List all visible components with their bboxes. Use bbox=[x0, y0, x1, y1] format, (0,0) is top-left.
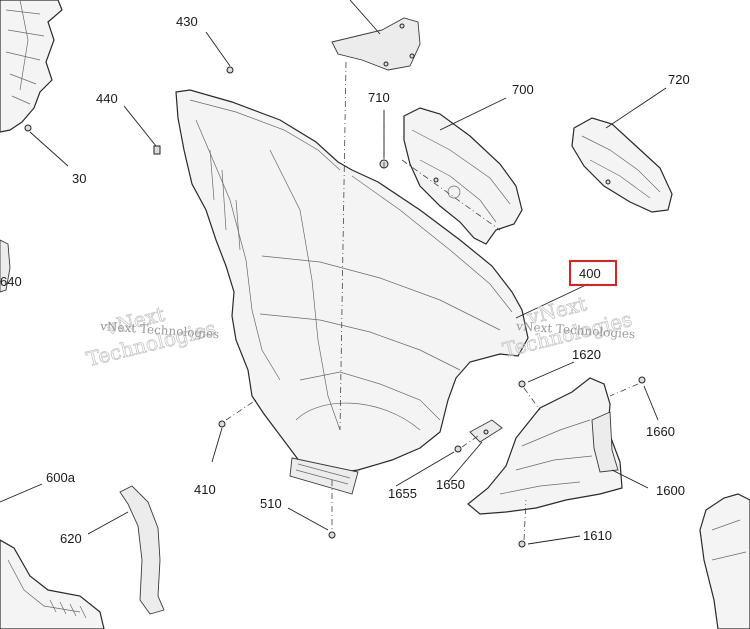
clip-440-icon bbox=[153, 145, 161, 155]
part-labels: 430 440 30 640 710 700 720 400 1620 1660… bbox=[0, 14, 690, 546]
screw-410-icon bbox=[218, 420, 226, 428]
screw-510-icon bbox=[328, 531, 336, 539]
part-620 bbox=[119, 485, 165, 615]
screw-430-icon bbox=[226, 66, 234, 74]
label-1655[interactable]: 1655 bbox=[388, 486, 417, 501]
label-1660[interactable]: 1660 bbox=[646, 424, 675, 439]
label-410[interactable]: 410 bbox=[194, 482, 216, 497]
label-600a[interactable]: 600a bbox=[46, 470, 76, 485]
label-700[interactable]: 700 bbox=[512, 82, 534, 97]
part-720 bbox=[571, 117, 673, 213]
label-1620[interactable]: 1620 bbox=[572, 347, 601, 362]
part-right-edge-fragment bbox=[699, 493, 750, 629]
part-600a bbox=[0, 539, 105, 629]
label-1610[interactable]: 1610 bbox=[583, 528, 612, 543]
screw-1620-icon bbox=[518, 380, 526, 388]
screw-1660-icon bbox=[638, 376, 646, 384]
part-top-left-fragment bbox=[0, 0, 63, 133]
label-440[interactable]: 440 bbox=[96, 91, 118, 106]
highlight-box-400 bbox=[569, 260, 617, 286]
label-1600[interactable]: 1600 bbox=[656, 483, 685, 498]
screw-30-icon bbox=[24, 124, 32, 132]
part-400-side-panel bbox=[175, 89, 529, 495]
label-430[interactable]: 430 bbox=[176, 14, 198, 29]
leader-lines bbox=[0, 0, 667, 545]
part-top-plate bbox=[331, 17, 421, 71]
label-620[interactable]: 620 bbox=[60, 531, 82, 546]
part-1650 bbox=[469, 419, 503, 443]
label-720[interactable]: 720 bbox=[668, 72, 690, 87]
label-710[interactable]: 710 bbox=[368, 90, 390, 105]
label-400[interactable]: 400 bbox=[579, 266, 601, 281]
label-510[interactable]: 510 bbox=[260, 496, 282, 511]
screw-1610-icon bbox=[518, 540, 526, 548]
part-1600 bbox=[467, 377, 623, 515]
hardware bbox=[24, 66, 646, 548]
screw-1655-icon bbox=[454, 445, 462, 453]
label-640[interactable]: 640 bbox=[0, 274, 22, 289]
label-1650[interactable]: 1650 bbox=[436, 477, 465, 492]
label-30[interactable]: 30 bbox=[72, 171, 86, 186]
part-700 bbox=[403, 107, 523, 245]
part-left-edge-fragment bbox=[0, 239, 11, 293]
